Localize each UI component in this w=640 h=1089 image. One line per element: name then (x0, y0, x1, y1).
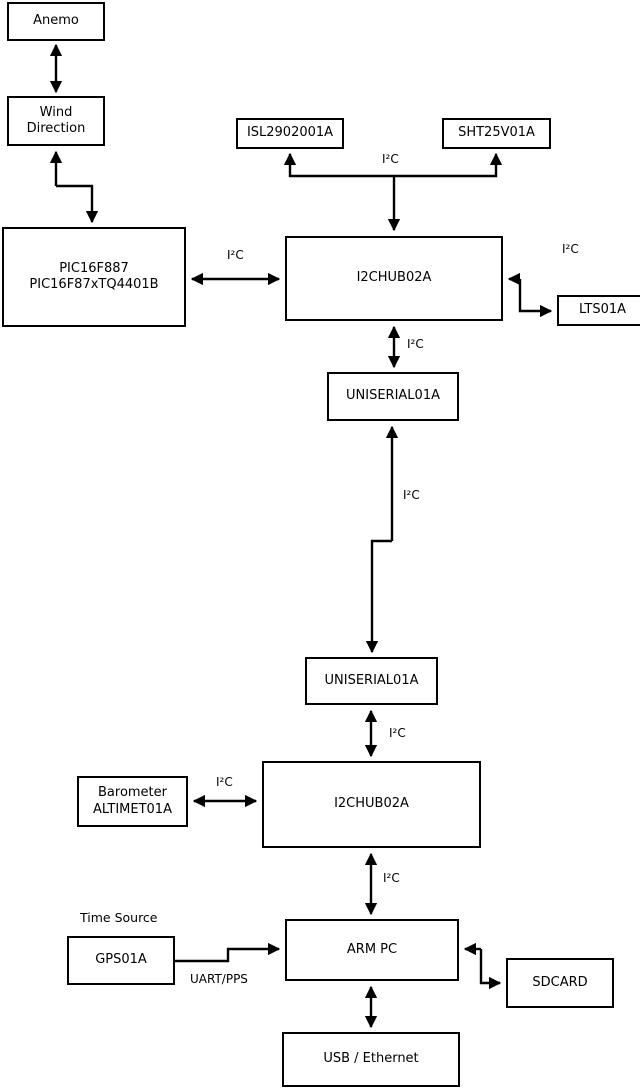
node-sht25v01a-label: SHT25V01A (458, 125, 535, 141)
node-pic-mcu-label: PIC16F887 PIC16F87xTQ4401B (29, 260, 159, 292)
edge-label-i2c-pic-hub: I²C (227, 248, 244, 262)
node-sdcard-label: SDCARD (532, 974, 588, 990)
node-anemo-label: Anemo (33, 13, 79, 29)
node-isl2902001a-label: ISL2902001A (246, 125, 334, 141)
node-isl2902001a[interactable]: ISL2902001A (236, 118, 344, 149)
edge-label-i2c-barometer-hub: I²C (216, 775, 233, 789)
node-i2chub02a-bottom[interactable]: I2CHUB02A (262, 761, 481, 848)
edge-wind-to-pic-down (56, 184, 99, 224)
node-gps01a[interactable]: GPS01A (67, 936, 175, 985)
node-i2chub02a-top[interactable]: I2CHUB02A (285, 236, 503, 321)
edge-label-i2c-uniserial-uniserial: I²C (403, 488, 420, 502)
edge-label-i2c-hub-lts: I²C (562, 242, 579, 256)
node-barometer-label: Barometer ALTIMET01A (93, 785, 172, 817)
node-barometer[interactable]: Barometer ALTIMET01A (77, 776, 188, 827)
node-arm-pc[interactable]: ARM PC (285, 919, 459, 981)
node-pic-mcu[interactable]: PIC16F887 PIC16F87xTQ4401B (2, 227, 186, 327)
node-uniserial01a-top-label: UNISERIAL01A (346, 388, 440, 404)
node-wind-direction[interactable]: Wind Direction (7, 96, 105, 146)
node-usb-ethernet-label: USB / Ethernet (323, 1051, 419, 1067)
edge-label-i2c-hub-armpc: I²C (383, 871, 400, 885)
node-anemo[interactable]: Anemo (7, 2, 105, 41)
edge-armpc-to-sdcard (479, 949, 502, 990)
node-uniserial01a-top[interactable]: UNISERIAL01A (327, 372, 459, 421)
edge-uniserial-down (365, 539, 392, 654)
edge-gps-armpc (175, 942, 281, 963)
edge-label-i2c-uniserial-hub-bottom: I²C (389, 726, 406, 740)
label-time-source: Time Source (80, 910, 158, 925)
node-wind-direction-label: Wind Direction (26, 104, 86, 136)
node-lts01a-label: LTS01A (578, 302, 627, 318)
node-usb-ethernet[interactable]: USB / Ethernet (282, 1032, 460, 1087)
edge-label-uart-pps: UART/PPS (190, 972, 248, 986)
node-sdcard[interactable]: SDCARD (506, 958, 614, 1008)
node-uniserial01a-bottom[interactable]: UNISERIAL01A (305, 657, 438, 705)
edge-hub-to-lts (518, 279, 553, 318)
edge-label-i2c-hub-uniserial: I²C (407, 337, 424, 351)
edge-bus-to-sht (394, 152, 503, 178)
node-i2chub02a-top-label: I2CHUB02A (356, 270, 432, 286)
node-i2chub02a-bottom-label: I2CHUB02A (334, 796, 409, 812)
node-sht25v01a[interactable]: SHT25V01A (442, 118, 551, 149)
node-arm-pc-label: ARM PC (346, 941, 398, 957)
node-uniserial01a-bottom-label: UNISERIAL01A (324, 672, 419, 688)
edge-bus-to-isl (283, 152, 394, 178)
node-gps01a-label: GPS01A (95, 952, 147, 968)
node-lts01a[interactable]: LTS01A (557, 295, 640, 326)
edge-label-i2c-top-bus: I²C (382, 152, 399, 166)
